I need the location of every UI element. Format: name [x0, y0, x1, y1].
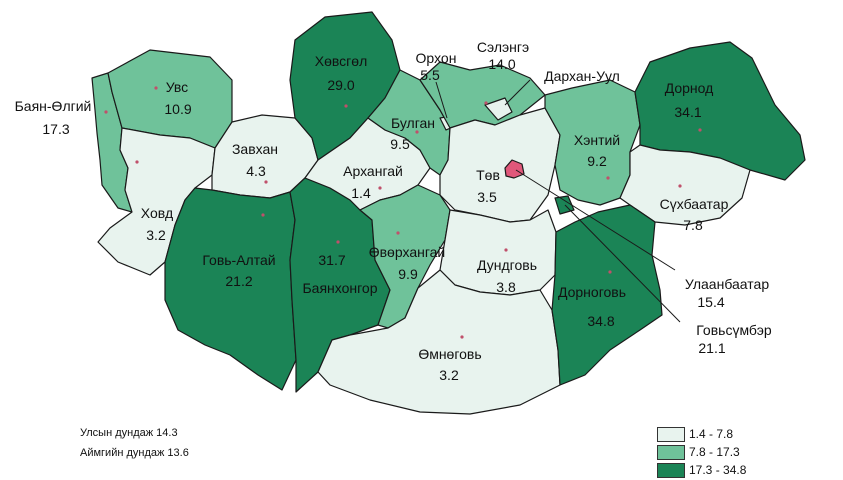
marker-arkhangai	[378, 186, 382, 190]
label-sukhbaatar-value: 7.8	[683, 217, 703, 233]
label-govisumber-value: 21.1	[698, 340, 725, 356]
label-arkhangai-value: 1.4	[351, 185, 371, 201]
label-omnogovi-value: 3.2	[439, 367, 459, 383]
label-dundgovi-name: Дундговь	[477, 257, 537, 273]
marker-zavkhan	[264, 180, 268, 184]
marker-khentii	[606, 176, 610, 180]
legend-row-high: 17.3 - 34.8	[657, 461, 746, 479]
label-orkhon-name: Орхон	[416, 50, 457, 66]
legend: 1.4 - 7.8 7.8 - 17.3 17.3 - 34.8	[657, 425, 746, 479]
label-uvs-name: Увс	[166, 79, 188, 95]
leader-darkhan	[504, 79, 531, 106]
marker-khovsgol	[344, 104, 348, 108]
legend-label-high: 17.3 - 34.8	[689, 463, 747, 477]
label-sukhbaatar-name: Сүхбаатар	[660, 196, 729, 212]
label-darkhan-uul-name: Дархан-Уул	[544, 68, 620, 84]
marker-dornogovi	[608, 270, 612, 274]
legend-row-low: 1.4 - 7.8	[657, 425, 746, 443]
marker-omnogovi	[460, 335, 464, 339]
label-tov-value: 3.5	[477, 189, 497, 205]
label-ulaanbaatar-value: 15.4	[697, 294, 724, 310]
label-dundgovi-value: 3.8	[496, 279, 516, 295]
label-omnogovi-name: Өмнөговь	[418, 346, 481, 362]
legend-swatch-low	[657, 426, 685, 442]
region-dornogovi[interactable]	[551, 204, 663, 386]
label-khovd-value: 3.2	[146, 227, 166, 243]
label-khovd-name: Ховд	[141, 205, 173, 221]
marker-khovd	[135, 160, 139, 164]
region-ulaanbaatar[interactable]	[504, 159, 525, 179]
label-bayan-olgii-name: Баян-Өлгий	[15, 98, 92, 114]
national-average-note: Улсын дундаж 14.3	[80, 427, 178, 439]
marker-bulgan	[415, 130, 419, 134]
marker-uvs	[154, 86, 158, 90]
label-ulaanbaatar-name: Улаанбаатар	[685, 276, 769, 292]
legend-label-mid: 7.8 - 17.3	[689, 445, 740, 459]
aimag-average-note: Аймгийн дундаж 13.6	[80, 447, 189, 459]
legend-swatch-mid	[657, 444, 685, 460]
label-tov-name: Төв	[476, 167, 500, 183]
label-selenge-value: 14.0	[488, 56, 515, 72]
label-zavkhan-value: 4.3	[246, 163, 266, 179]
label-govisumber-name: Говьсүмбэр	[696, 322, 772, 338]
label-dornogovi-name: Дорноговь	[558, 284, 626, 300]
label-govi-altai-value: 21.2	[225, 273, 252, 289]
region-darkhan-uul[interactable]	[484, 97, 513, 121]
label-dornod-name: Дорнод	[665, 80, 714, 96]
label-dornogovi-value: 34.8	[587, 313, 614, 329]
legend-row-mid: 7.8 - 17.3	[657, 443, 746, 461]
label-bayankhongor-name: Баянхонгор	[302, 280, 377, 296]
region-govi-altai[interactable]	[164, 187, 297, 391]
marker-dundgovi	[504, 248, 508, 252]
label-dornod-value: 34.1	[674, 104, 701, 120]
label-khentii-value: 9.2	[587, 153, 607, 169]
label-bayankhongor-value: 31.7	[318, 252, 345, 268]
leader-ulaanbaatar	[515, 169, 676, 271]
region-sukhbaatar[interactable]	[619, 144, 751, 226]
label-uvs-value: 10.9	[164, 101, 191, 117]
leader-govisumber	[564, 204, 681, 323]
label-bulgan-name: Булган	[391, 115, 435, 131]
label-ovorkhangai-value: 9.9	[398, 266, 418, 282]
leader-orkhon	[435, 81, 448, 119]
marker-selenge	[484, 101, 488, 105]
label-zavkhan-name: Завхан	[232, 141, 278, 157]
label-orkhon-value: 5.5	[420, 67, 440, 83]
label-khovsgol-value: 29.0	[327, 77, 354, 93]
label-khovsgol-name: Хөвсгөл	[315, 53, 367, 69]
legend-swatch-high	[657, 462, 685, 478]
legend-label-low: 1.4 - 7.8	[689, 427, 734, 441]
marker-dornod	[698, 128, 702, 132]
region-ovorkhangai[interactable]	[359, 184, 451, 329]
label-bayan-olgii-value: 17.3	[42, 121, 69, 137]
label-arkhangai-name: Архангай	[343, 163, 403, 179]
label-bulgan-value: 9.5	[390, 136, 410, 152]
label-govi-altai-name: Говь-Алтай	[202, 252, 275, 268]
label-selenge-name: Сэлэнгэ	[477, 39, 529, 55]
marker-bayan-olgii	[104, 110, 108, 114]
marker-ovorkhangai	[396, 231, 400, 235]
label-ovorkhangai-name: Өвөрхангай	[369, 244, 446, 260]
marker-govi-altai	[261, 213, 265, 217]
marker-sukhbaatar	[678, 184, 682, 188]
region-khovd[interactable]	[97, 127, 216, 276]
region-tov[interactable]	[439, 107, 561, 223]
marker-bayankhongor	[336, 240, 340, 244]
label-khentii-name: Хэнтий	[574, 132, 620, 148]
